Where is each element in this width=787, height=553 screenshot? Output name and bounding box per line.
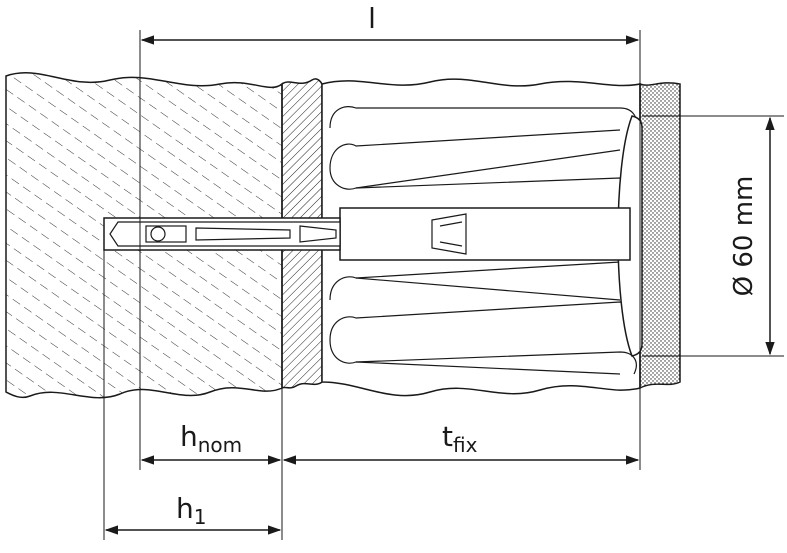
label-plate-diameter: Ø 60 mm [729, 176, 759, 297]
label-t-fix-sub: fix [453, 433, 478, 457]
label-h-nom: hnom [180, 420, 242, 457]
sleeve-fins [431, 213, 467, 255]
label-h-nom-sub: nom [198, 433, 242, 457]
outer-render [639, 82, 681, 390]
label-h1: h1 [176, 492, 206, 529]
label-h1-base: h [176, 492, 194, 525]
label-h-nom-base: h [180, 420, 198, 453]
label-t-fix-base: t [442, 420, 453, 453]
label-h1-sub: 1 [194, 505, 207, 529]
label-total-length: l [368, 2, 376, 35]
expansion-element [109, 221, 341, 247]
anchor-sleeve [339, 207, 631, 261]
label-t-fix: tfix [442, 420, 478, 457]
